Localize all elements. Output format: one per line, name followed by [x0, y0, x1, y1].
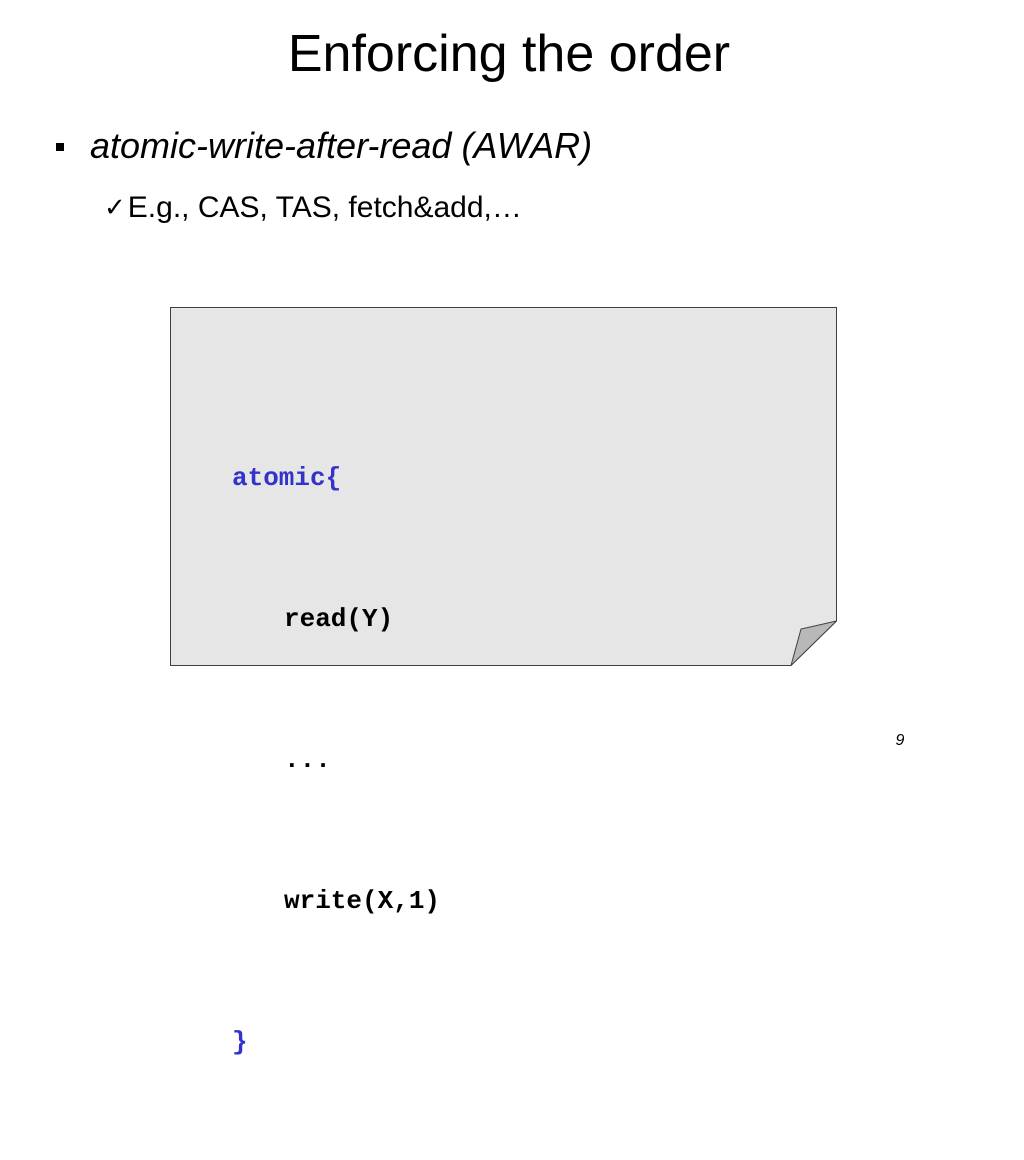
code-line-ellipsis: ...	[284, 745, 331, 775]
square-bullet-icon	[56, 143, 64, 151]
code-line-atomic-close: }	[232, 1027, 248, 1057]
code-line-read: read(Y)	[284, 604, 394, 634]
sub-bullet-text: E.g., CAS, TAS, fetch&add,…	[127, 191, 522, 224]
check-mark-icon: ✓	[104, 193, 126, 223]
code-block: atomic{ read(Y) ... write(X,1) }	[232, 361, 440, 1160]
bullet-item: atomic-write-after-read (AWAR)	[56, 122, 592, 170]
code-note: atomic{ read(Y) ... write(X,1) }	[170, 307, 837, 1057]
bullet-text: atomic-write-after-read (AWAR)	[90, 125, 593, 166]
folded-corner-note-shape	[170, 307, 837, 666]
code-line-write: write(X,1)	[284, 886, 441, 916]
page-number: 9	[895, 732, 905, 749]
sub-bullet-item: ✓ E.g., CAS, TAS, fetch&add,…	[104, 188, 522, 228]
code-line-atomic-open: atomic{	[232, 463, 342, 493]
slide-title: Enforcing the order	[287, 25, 731, 83]
